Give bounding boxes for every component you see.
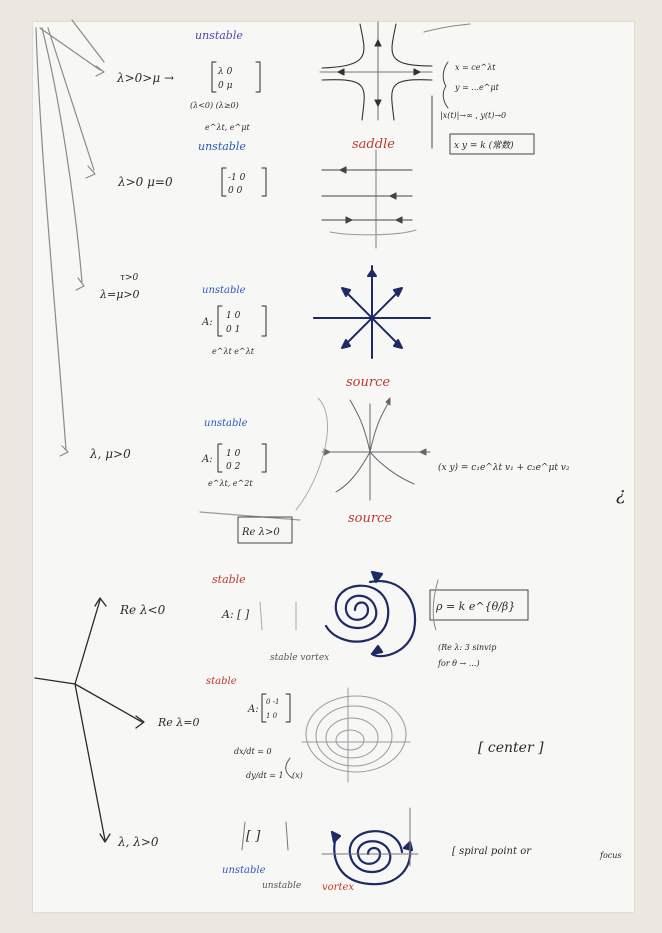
- sec4-a-label: A:: [201, 454, 213, 465]
- sec1-solution-3: |x(t)|→∞ , y(t)→0: [440, 111, 506, 120]
- center-portrait: [301, 687, 411, 783]
- sec3-matrix-row2: 0 1: [226, 325, 240, 335]
- saddle-portrait: [319, 21, 471, 121]
- sec1-matrix-row2: 0 μ: [218, 81, 233, 91]
- sec2-stability: unstable: [198, 140, 246, 153]
- sec1-boxed-formula: x y = k (常数): [454, 140, 514, 151]
- sec1-detail1: (λ<0) (λ≥0): [190, 101, 239, 110]
- sec6-matrix-brackets: [261, 693, 291, 723]
- sec1-solution-1: x = ce^λt: [455, 63, 496, 72]
- sec5-note-2: for θ → ...): [437, 659, 480, 668]
- label-source-2: source: [348, 511, 392, 526]
- label-spiral: [ spiral point or: [452, 846, 532, 857]
- bottom-tree: [34, 597, 145, 843]
- sec7-stability: unstable: [222, 865, 266, 876]
- sec2-matrix-row2: 0 0: [228, 186, 243, 196]
- sec2-matrix-row1: -1 0: [228, 173, 246, 183]
- sec4-matrix-row2: 0 2: [226, 462, 241, 472]
- sec5-stability: stable: [212, 573, 246, 586]
- sec5-note-1: (Re λ: 3 sinvip: [438, 643, 496, 652]
- line-field-portrait: [321, 149, 417, 249]
- sec3-condition: λ=μ>0: [99, 288, 140, 301]
- unstable-spiral-portrait: [330, 830, 414, 886]
- sec4-stability: unstable: [204, 418, 248, 429]
- sec4-box-label: Re λ>0: [241, 527, 280, 538]
- spiral-formula-box: [429, 589, 529, 621]
- label-saddle: saddle: [352, 137, 395, 152]
- sec6-axis-note: (x): [292, 771, 303, 780]
- sec1-matrix-row1: λ 0: [217, 67, 233, 77]
- saddle-solution: [431, 61, 535, 155]
- sec6-eq-1: dx/dt = 0: [234, 747, 272, 756]
- node-source-portrait: [295, 397, 431, 511]
- sec6-condition: Re λ=0: [157, 716, 199, 729]
- sec4-condition: λ, μ>0: [89, 447, 131, 461]
- sec4-solution: (x y) = c₁e^λt v₁ + c₂e^μt v₂: [438, 462, 570, 473]
- sec1-solution-2: y = ...e^μt: [454, 83, 500, 92]
- star-node-portrait: [313, 265, 431, 359]
- sec6-stability: stable: [206, 676, 237, 687]
- sec5-matrix: A: [ ]: [221, 608, 250, 621]
- sec1-matrix-brackets: [211, 61, 261, 93]
- sec3-top-note: τ>0: [120, 273, 139, 283]
- sec4-detail: e^λt, e^2t: [208, 479, 253, 488]
- sec3-detail: e^λt e^λt: [212, 347, 255, 356]
- sec7-matrix: [ ]: [246, 829, 261, 844]
- sec3-matrix-row1: 1 0: [226, 311, 241, 321]
- sec6-eq-2: dy/dt = 1: [246, 771, 284, 780]
- label-center: [ center ]: [478, 740, 544, 756]
- sec1-detail2: e^λt, e^μt: [205, 123, 250, 132]
- sec3-stability: unstable: [202, 285, 246, 296]
- sec5-sub: stable vortex: [270, 653, 329, 663]
- re-lambda-box: [237, 516, 293, 544]
- sec6-matrix-row2: 1 0: [266, 712, 278, 720]
- sec1-condition: λ>0>μ →: [116, 71, 174, 85]
- label-source-1: source: [346, 375, 390, 390]
- sec3-matrix-brackets: [217, 305, 267, 337]
- sec4-matrix-row1: 1 0: [226, 449, 241, 459]
- sec4-matrix-brackets: [217, 443, 267, 473]
- sec6-matrix-row1: 0 -1: [266, 698, 280, 706]
- label-focus: focus: [599, 851, 622, 860]
- sec3-a-label: A:: [201, 317, 213, 328]
- sec1-stability: unstable: [195, 29, 243, 42]
- sec5-box-formula: ρ = k e^{θ/β}: [435, 600, 515, 613]
- sec7-sub-vortex: vortex: [322, 882, 354, 893]
- sec7-condition: λ, λ>0: [117, 835, 159, 849]
- sec5-condition: Re λ<0: [119, 603, 166, 617]
- sec6-a-label: A:: [247, 704, 259, 715]
- stable-spiral-portrait: [324, 570, 417, 658]
- tree-branches: [35, 19, 301, 521]
- sec2-condition: λ>0 μ=0: [117, 175, 173, 189]
- sec2-matrix-brackets: [221, 167, 267, 197]
- sec7-sub-unstable: unstable: [262, 881, 301, 891]
- edge-mark: ¿: [616, 484, 626, 505]
